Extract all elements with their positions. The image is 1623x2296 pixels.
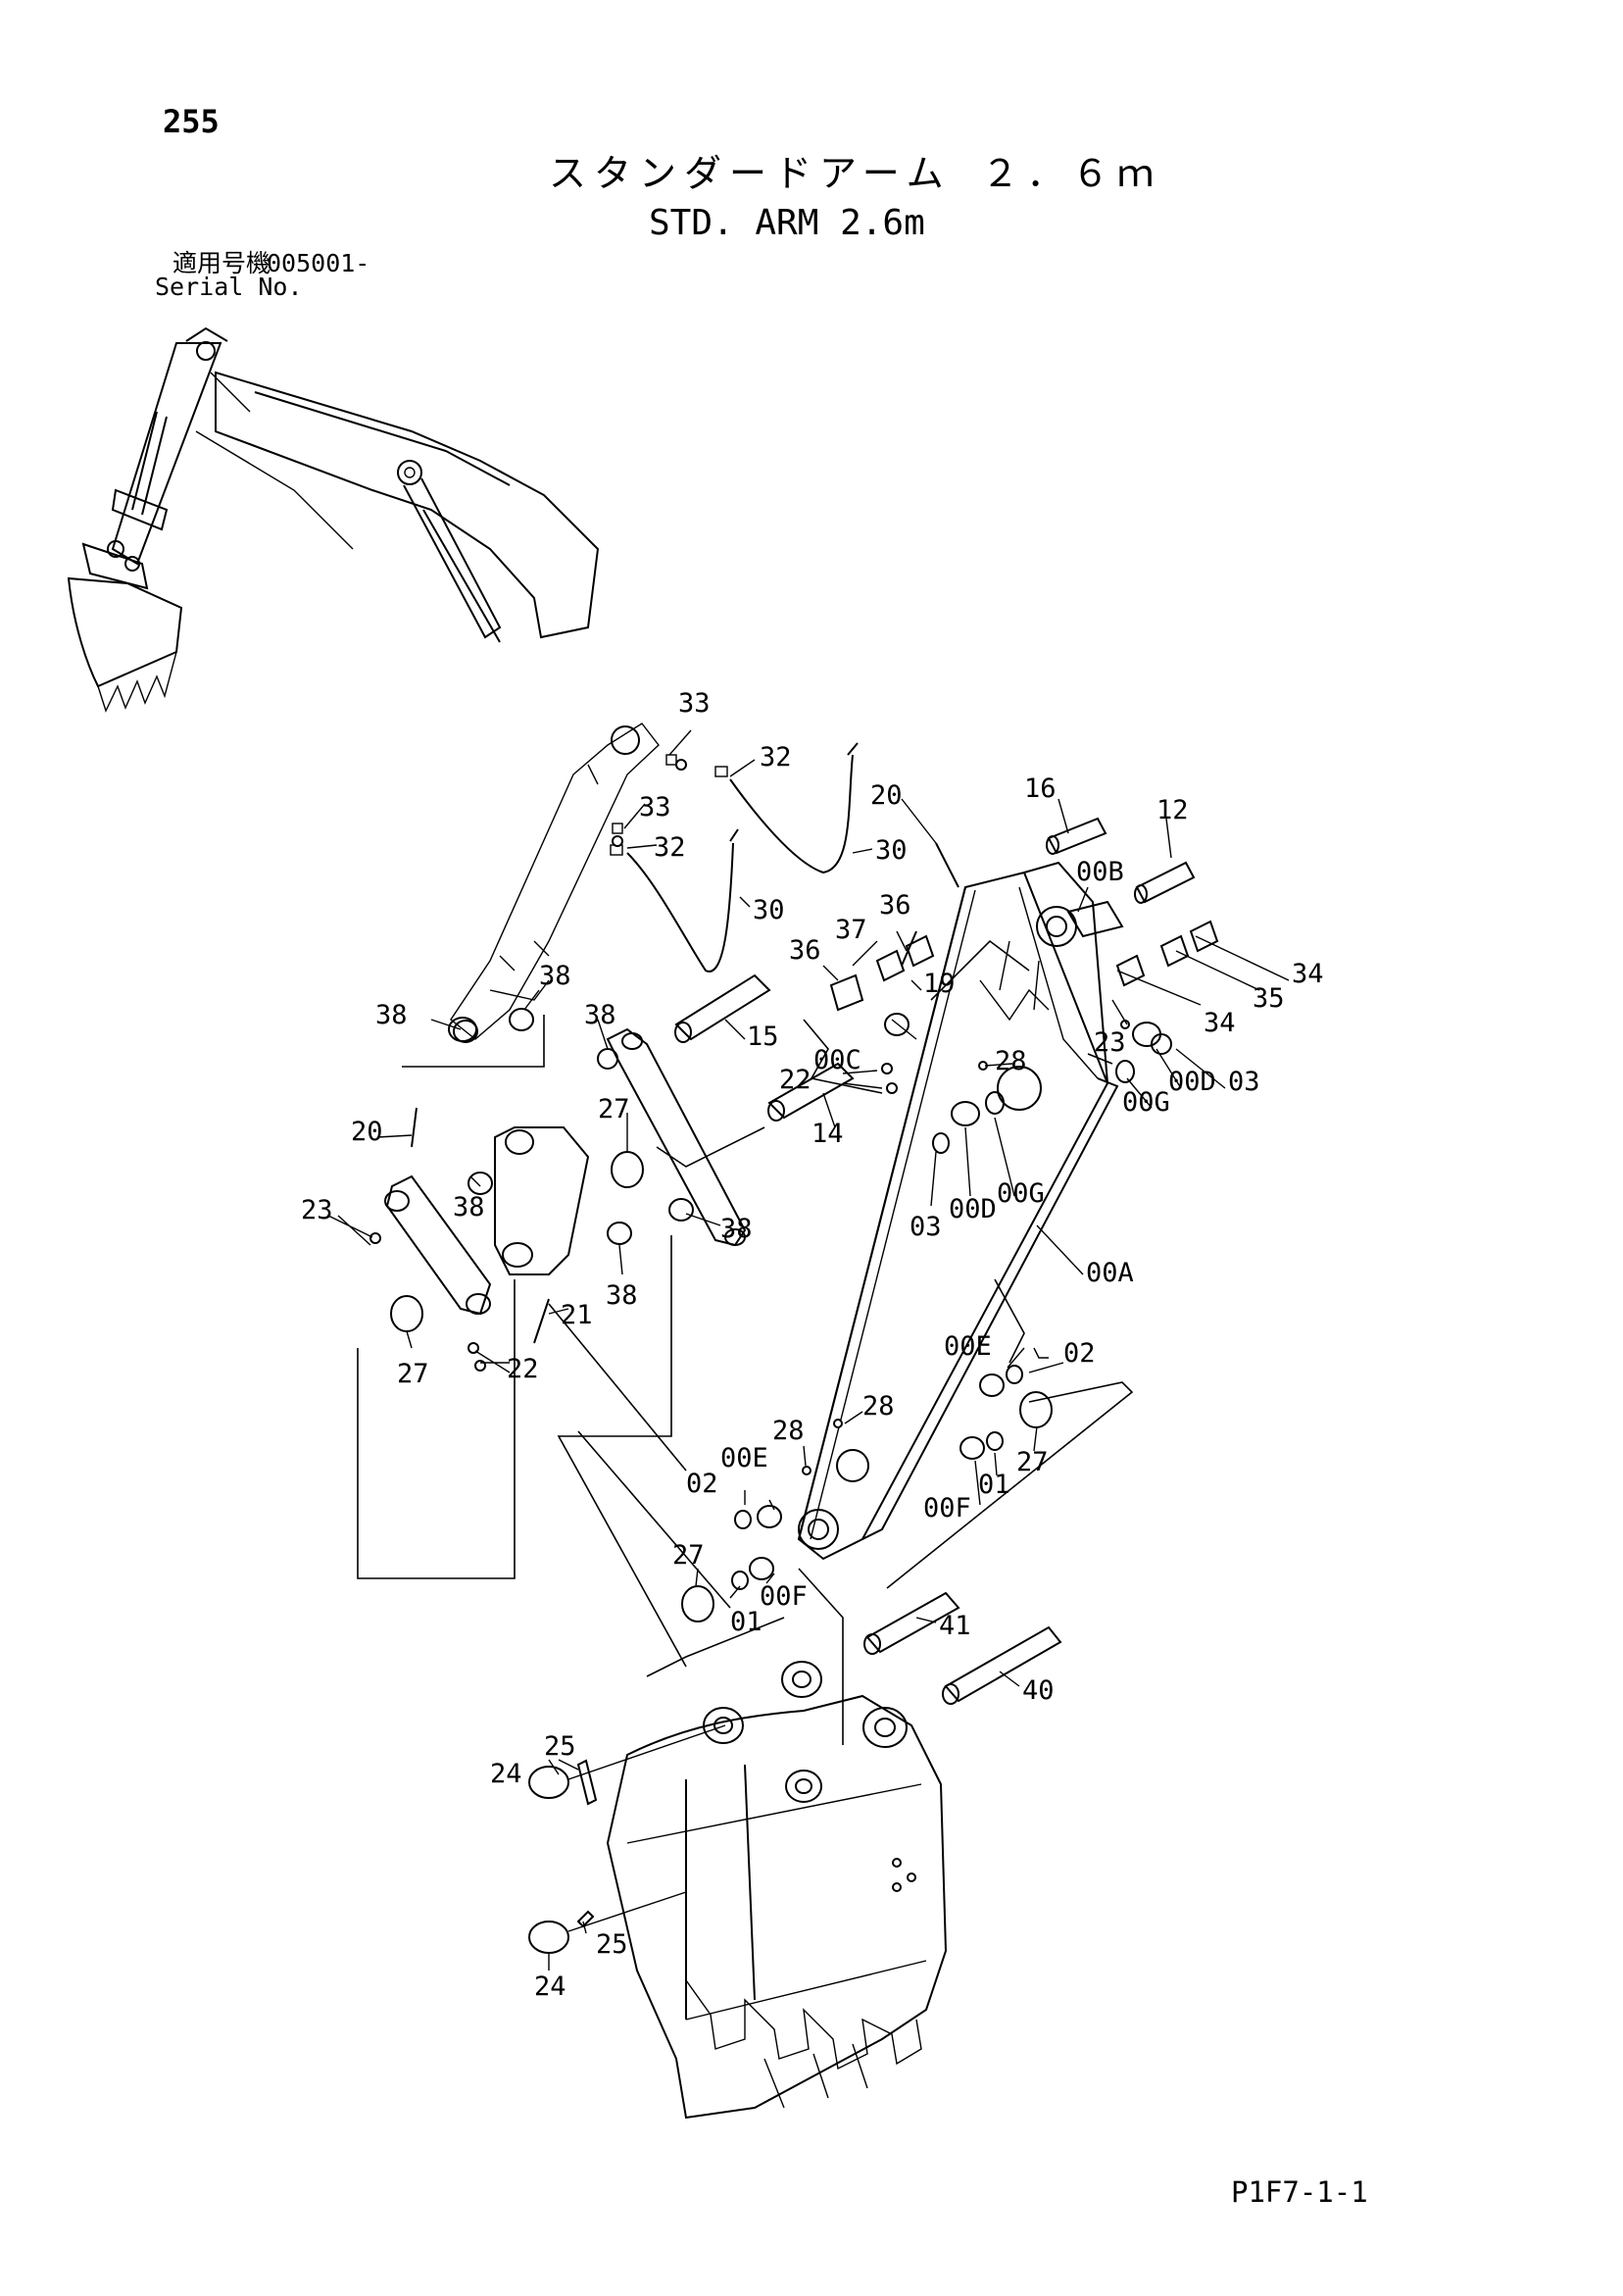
callout-01: 01 xyxy=(730,1607,762,1637)
callout-38: 38 xyxy=(720,1214,753,1244)
callout-00B: 00B xyxy=(1076,857,1124,887)
callout-37: 37 xyxy=(835,915,867,945)
callout-38: 38 xyxy=(606,1280,638,1311)
boom-ghost-outline xyxy=(448,723,660,1042)
callout-27: 27 xyxy=(397,1359,429,1389)
callout-34: 34 xyxy=(1204,1008,1236,1038)
retaining-rings-and-lock-pins xyxy=(528,1724,726,1954)
callout-03: 03 xyxy=(1228,1067,1260,1097)
hydraulic-hoses xyxy=(610,742,859,973)
callout-38: 38 xyxy=(453,1192,485,1223)
link-assembly xyxy=(384,1027,747,1316)
callout-41: 41 xyxy=(939,1611,971,1641)
callout-36: 36 xyxy=(789,935,821,966)
callout-22: 22 xyxy=(507,1354,539,1384)
serial-number-value: 005001- xyxy=(267,249,370,277)
callout-36: 36 xyxy=(879,890,911,921)
callout-20: 20 xyxy=(870,780,903,811)
callout-03: 03 xyxy=(910,1212,942,1242)
callout-00G: 00G xyxy=(1122,1087,1170,1118)
callout-00G: 00G xyxy=(997,1178,1045,1209)
callout-27: 27 xyxy=(1016,1447,1049,1477)
title-english: STD. ARM 2.6m xyxy=(649,203,925,243)
callout-02: 02 xyxy=(686,1469,718,1499)
callout-01: 01 xyxy=(978,1470,1010,1500)
callout-24: 24 xyxy=(534,1972,566,2002)
bucket xyxy=(606,1661,948,2120)
serial-label-japanese: 適用号機 xyxy=(172,249,271,277)
callout-28: 28 xyxy=(772,1416,805,1446)
callout-labels: 33 32 33 32 30 30 20 16 12 00B 36 37 36 … xyxy=(301,688,1324,2002)
callout-38: 38 xyxy=(584,1000,616,1030)
callout-00C: 00C xyxy=(813,1045,861,1075)
callout-30: 30 xyxy=(875,835,908,866)
callout-02: 02 xyxy=(1063,1338,1096,1369)
pins xyxy=(674,817,1196,1705)
callout-22: 22 xyxy=(779,1065,812,1095)
callout-00E: 00E xyxy=(720,1443,768,1473)
callout-33: 33 xyxy=(639,792,671,823)
arm-body-00A xyxy=(797,861,1119,1561)
callout-32: 32 xyxy=(654,832,686,863)
callout-12: 12 xyxy=(1156,795,1189,825)
figure-code: P1F7-1-1 xyxy=(1231,2175,1368,2209)
callout-23: 23 xyxy=(1094,1027,1126,1058)
callout-00D: 00D xyxy=(1168,1067,1216,1097)
callout-25: 25 xyxy=(596,1929,628,1960)
callout-21: 21 xyxy=(561,1300,593,1330)
callout-30: 30 xyxy=(753,895,785,925)
callout-14: 14 xyxy=(812,1119,844,1149)
callout-00D: 00D xyxy=(949,1194,997,1224)
callout-19: 19 xyxy=(923,969,956,999)
callout-25: 25 xyxy=(544,1731,576,1762)
callout-24: 24 xyxy=(490,1759,522,1789)
assembly-lines xyxy=(357,939,1134,1745)
callout-00A: 00A xyxy=(1086,1258,1134,1288)
page-number: 255 xyxy=(163,103,220,140)
callout-28: 28 xyxy=(995,1046,1027,1076)
callout-38: 38 xyxy=(539,961,571,991)
callout-32: 32 xyxy=(760,742,792,773)
bolts-and-fittings xyxy=(369,759,1130,1475)
callout-35: 35 xyxy=(1253,983,1285,1014)
callout-16: 16 xyxy=(1024,774,1057,804)
callout-27: 27 xyxy=(598,1094,630,1124)
callout-38: 38 xyxy=(375,1000,408,1030)
callout-40: 40 xyxy=(1022,1675,1055,1706)
title-japanese: スタンダードアーム ２．６ｍ xyxy=(549,152,1162,195)
callout-00E: 00E xyxy=(944,1331,992,1362)
callout-33: 33 xyxy=(678,688,711,719)
serial-label-english: Serial No. xyxy=(155,273,303,301)
callout-28: 28 xyxy=(862,1391,895,1422)
callout-23: 23 xyxy=(301,1195,333,1225)
callout-00F: 00F xyxy=(760,1581,808,1612)
callout-34: 34 xyxy=(1292,959,1324,989)
leader-lines xyxy=(327,729,1290,1971)
callout-15: 15 xyxy=(747,1022,779,1052)
callout-27: 27 xyxy=(672,1540,705,1571)
callout-20: 20 xyxy=(351,1117,383,1147)
callout-00F: 00F xyxy=(923,1493,971,1523)
thumbnail-excavator-illustration xyxy=(67,326,600,713)
